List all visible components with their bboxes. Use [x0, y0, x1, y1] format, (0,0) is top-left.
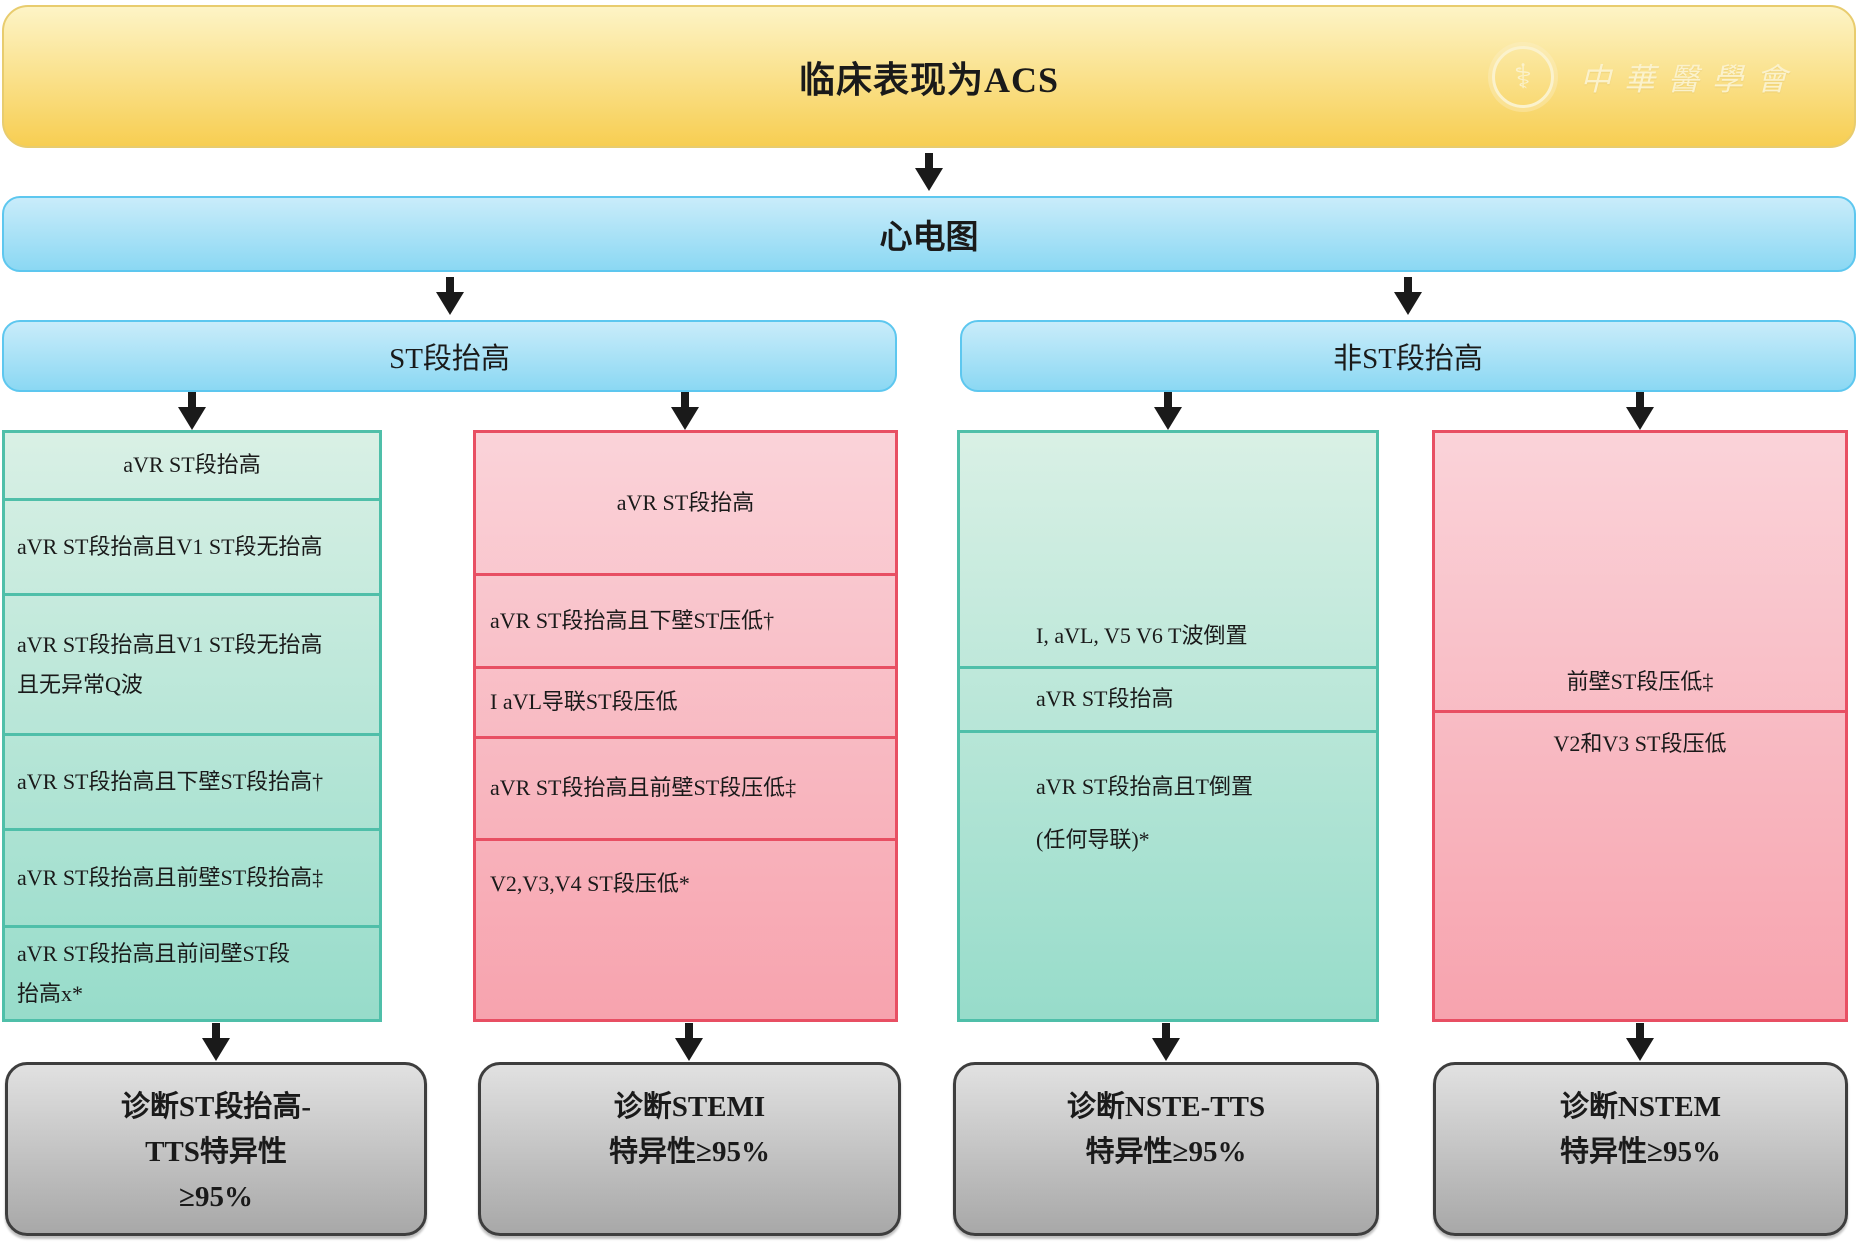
page-title: 临床表现为ACS [798, 59, 1060, 100]
criterion-text: aVR ST段抬高 [616, 489, 755, 515]
branch-non-st-label: 非ST段抬高 [1333, 343, 1483, 375]
flow-arrow-to-col-1 [176, 392, 208, 430]
criterion-text: V2,V3,V4 ST段压低* [490, 871, 690, 896]
flow-arrow-to-col-3 [1152, 392, 1184, 430]
criterion-text: I aVL导联ST段压低 [490, 689, 678, 715]
criterion-cell: aVR ST段抬高且V1 ST段无抬高 [5, 498, 379, 593]
flow-arrow-to-ecg [913, 153, 945, 191]
diagnosis-text: 诊断ST段抬高- TTS特异性 ≥95% [120, 1091, 312, 1213]
ecg-box: 心电图 [2, 196, 1856, 272]
cma-seal-icon: ⚕ [1492, 45, 1554, 108]
criterion-text: aVR ST段抬高且V1 ST段无抬高 且无异常Q波 [17, 632, 323, 697]
criterion-cell: aVR ST段抬高且T倒置 (任何导联)* [960, 730, 1376, 1019]
diagnosis-box-nstemi: 诊断NSTEM 特异性≥95% [1433, 1062, 1848, 1236]
criteria-column-nste-tts: I, aVL, V5 V6 T波倒置 aVR ST段抬高 aVR ST段抬高且T… [957, 430, 1379, 1022]
clinical-presentation-box: 临床表现为ACS ⚕ 中華醫學會 [2, 5, 1856, 148]
criterion-cell: aVR ST段抬高且前壁ST段压低‡ [476, 736, 895, 838]
flow-arrow-to-outcome-4 [1624, 1023, 1656, 1061]
criterion-text: aVR ST段抬高且下壁ST压低† [490, 607, 775, 633]
criterion-cell: aVR ST段抬高 [5, 433, 379, 498]
criterion-text: 前壁ST段压低‡ [1566, 669, 1714, 695]
criterion-text: aVR ST段抬高且前壁ST段抬高‡ [17, 864, 324, 890]
criterion-text: aVR ST段抬高且下壁ST段抬高† [17, 768, 324, 794]
criterion-cell: aVR ST段抬高且下壁ST段抬高† [5, 733, 379, 828]
branch-non-st-elevation: 非ST段抬高 [960, 320, 1856, 392]
criterion-cell: V2,V3,V4 ST段压低* [476, 838, 895, 1019]
criterion-text: aVR ST段抬高 [123, 452, 261, 478]
criteria-column-st-tts: aVR ST段抬高 aVR ST段抬高且V1 ST段无抬高 aVR ST段抬高且… [2, 430, 382, 1022]
flow-arrow-to-outcome-1 [200, 1023, 232, 1061]
diagnosis-text: 诊断NSTE-TTS 特异性≥95% [1066, 1091, 1266, 1168]
flow-arrow-to-col-2 [669, 392, 701, 430]
criterion-cell: aVR ST段抬高且V1 ST段无抬高 且无异常Q波 [5, 593, 379, 733]
diagnosis-text: 诊断STEMI 特异性≥95% [609, 1091, 770, 1168]
criterion-text: aVR ST段抬高且前间壁ST段 抬高x* [17, 941, 291, 1006]
criterion-text: aVR ST段抬高且V1 ST段无抬高 [17, 533, 323, 559]
diagnosis-text: 诊断NSTEM 特异性≥95% [1559, 1091, 1722, 1168]
criterion-cell: aVR ST段抬高且下壁ST压低† [476, 573, 895, 666]
criterion-text: aVR ST段抬高且T倒置 (任何导联)* [1036, 774, 1253, 852]
cma-logo-text: 中華醫學會 [1580, 62, 1800, 97]
criterion-cell: I, aVL, V5 V6 T波倒置 [960, 433, 1376, 666]
flow-arrow-to-non-st-elevation [1392, 277, 1424, 315]
ecg-label: 心电图 [879, 220, 979, 256]
branch-st-elevation: ST段抬高 [2, 320, 897, 392]
criterion-cell: I aVL导联ST段压低 [476, 666, 895, 736]
criterion-cell: aVR ST段抬高 [960, 666, 1376, 730]
flow-arrow-to-outcome-2 [673, 1023, 705, 1061]
criterion-cell: aVR ST段抬高且前壁ST段抬高‡ [5, 828, 379, 925]
criterion-cell: aVR ST段抬高且前间壁ST段 抬高x* [5, 925, 379, 1019]
diagnosis-box-stemi: 诊断STEMI 特异性≥95% [478, 1062, 901, 1236]
flow-arrow-to-col-4 [1624, 392, 1656, 430]
cma-logo: ⚕ 中華醫學會 [1492, 45, 1800, 108]
caduceus-icon: ⚕ [1513, 56, 1533, 97]
criterion-cell: aVR ST段抬高 [476, 433, 895, 573]
criterion-cell: V2和V3 ST段压低 [1435, 710, 1845, 1019]
criterion-cell: 前壁ST段压低‡ [1435, 433, 1845, 710]
criterion-text: V2和V3 ST段压低 [1553, 731, 1727, 756]
flow-arrow-to-outcome-3 [1150, 1023, 1182, 1061]
diagnosis-box-nste-tts: 诊断NSTE-TTS 特异性≥95% [953, 1062, 1379, 1236]
branch-st-label: ST段抬高 [389, 343, 510, 375]
criteria-column-stemi: aVR ST段抬高 aVR ST段抬高且下壁ST压低† I aVL导联ST段压低… [473, 430, 898, 1022]
flow-arrow-to-st-elevation [434, 277, 466, 315]
criteria-column-nstemi: 前壁ST段压低‡ V2和V3 ST段压低 [1432, 430, 1848, 1022]
criterion-text: aVR ST段抬高且前壁ST段压低‡ [490, 775, 797, 801]
criterion-text: aVR ST段抬高 [1036, 686, 1174, 712]
criterion-text: I, aVL, V5 V6 T波倒置 [1036, 623, 1248, 649]
diagnosis-box-st-tts: 诊断ST段抬高- TTS特异性 ≥95% [5, 1062, 427, 1236]
